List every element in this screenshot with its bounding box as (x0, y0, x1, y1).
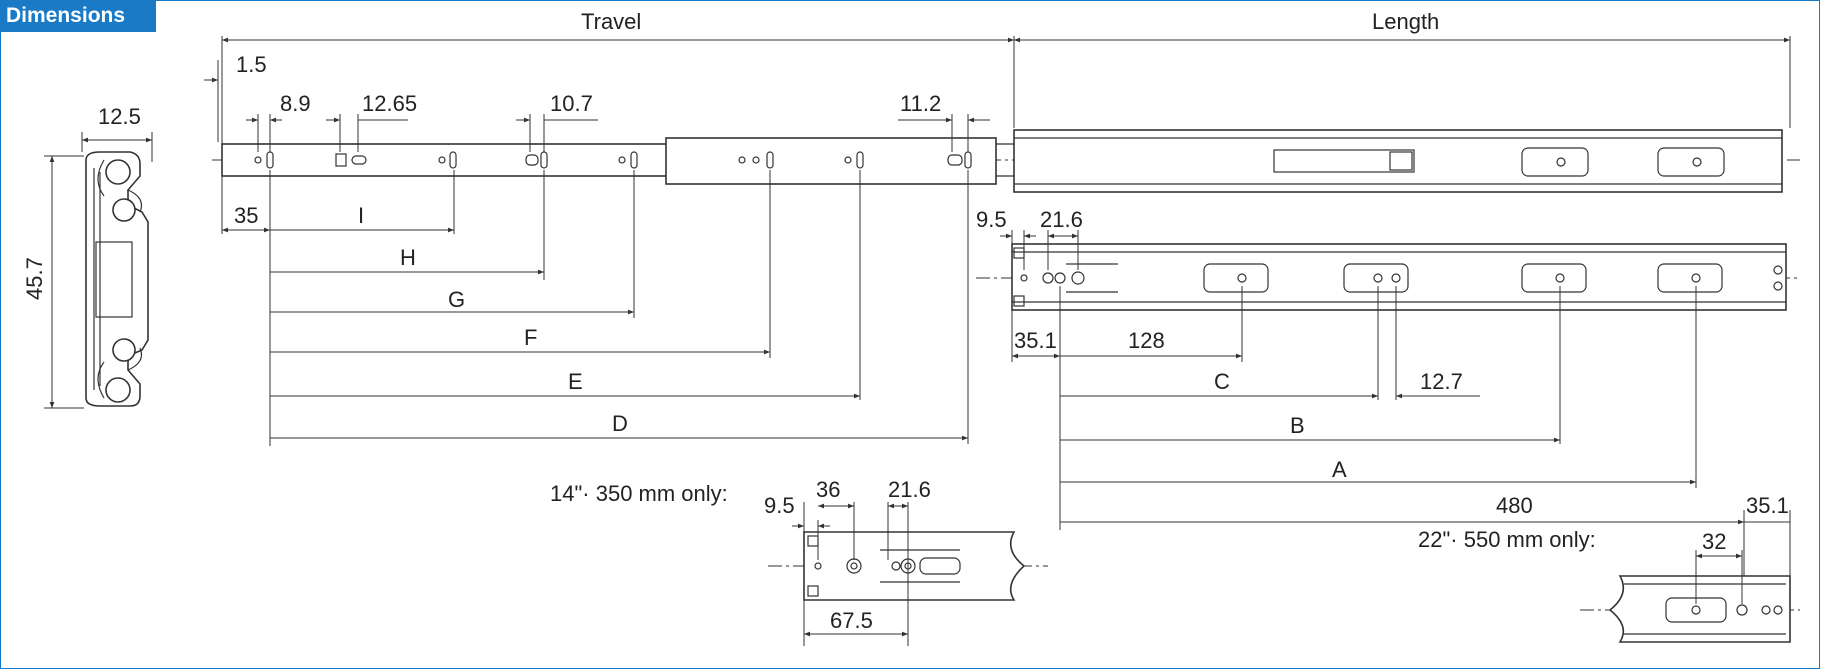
note-22-inch: 22"· 550 mm only: (1418, 527, 1596, 552)
dim-32: 32 (1702, 529, 1726, 554)
top-rail (212, 129, 1800, 193)
dim-11-2: 11.2 (900, 91, 941, 116)
travel-length-dims (204, 36, 1791, 180)
dim-A: A (1332, 457, 1347, 482)
dim-21-6: 21.6 (1040, 207, 1083, 232)
dim-9-5: 9.5 (976, 207, 1007, 232)
top-rail-letter-dims (221, 170, 969, 446)
dim-8-9: 8.9 (280, 91, 311, 116)
dim-C: C (1214, 369, 1230, 394)
note-14-inch: 14"· 350 mm only: (550, 481, 728, 506)
dim-G: G (448, 287, 465, 312)
dim-45-7: 45.7 (22, 257, 47, 300)
dim-35-1-b: 35.1 (1746, 493, 1789, 518)
dim-21-6-b: 21.6 (888, 477, 931, 502)
dim-B: B (1290, 413, 1305, 438)
dim-H: H (400, 245, 416, 270)
cross-section-dims (44, 132, 153, 409)
dim-12-7: 12.7 (1420, 369, 1463, 394)
cross-section-profile (85, 151, 149, 407)
dim-35: 35 (234, 203, 258, 228)
dim-F: F (524, 325, 537, 350)
dim-67-5: 67.5 (830, 608, 873, 633)
middle-rail-dims (1000, 230, 1791, 580)
dim-10-7: 10.7 (550, 91, 593, 116)
dim-480: 480 (1496, 493, 1533, 518)
middle-rail (976, 243, 1800, 311)
dim-I: I (358, 203, 364, 228)
dim-E: E (568, 369, 583, 394)
top-small-dims (246, 114, 990, 152)
detail-14-inch (768, 502, 1048, 646)
dim-9-5-b: 9.5 (764, 493, 795, 518)
dim-36: 36 (816, 477, 840, 502)
dim-length: Length (1372, 9, 1439, 34)
section-tab: Dimensions (0, 0, 156, 32)
dim-128: 128 (1128, 328, 1165, 353)
dim-12-65: 12.65 (362, 91, 417, 116)
detail-22-inch (1580, 550, 1800, 643)
dim-35-1: 35.1 (1014, 328, 1057, 353)
dim-D: D (612, 411, 628, 436)
dim-travel: Travel (581, 9, 641, 34)
dim-12-5: 12.5 (98, 104, 141, 129)
dim-1-5: 1.5 (236, 52, 267, 77)
